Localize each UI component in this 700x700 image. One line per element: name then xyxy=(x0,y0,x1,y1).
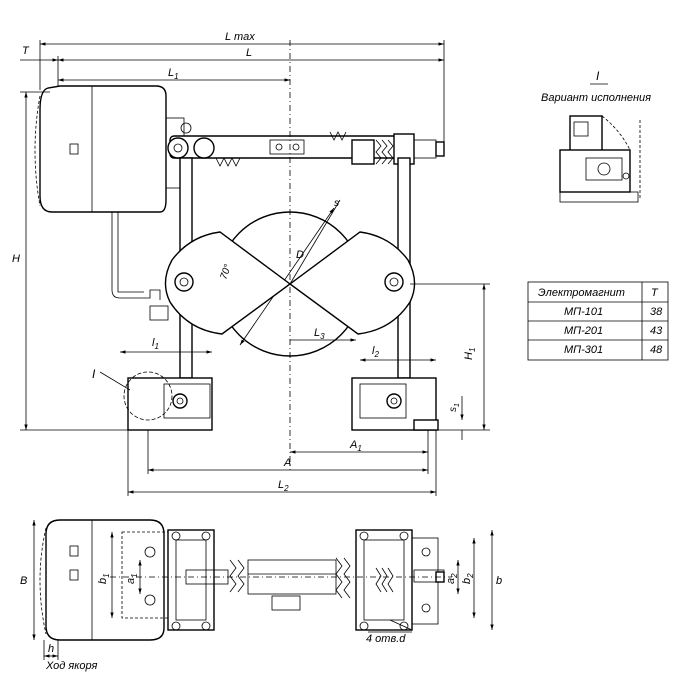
dim-a: A xyxy=(283,457,291,469)
electromagnet xyxy=(34,85,192,213)
table-row-2-name: МП-201 xyxy=(564,325,603,337)
dim-li2: l2 xyxy=(372,345,379,359)
dim-b: b xyxy=(496,575,502,587)
dim-b-big: B xyxy=(20,575,27,587)
dim-b1: b1 xyxy=(97,573,111,584)
dim-l3: L3 xyxy=(314,327,325,341)
brake-shoes xyxy=(164,231,416,335)
front-labels: L max L L1 T H H1 D s 70° L3 l1 l2 s1 A1… xyxy=(12,31,477,493)
top-labels: B b1 a1 a2 b2 b h 4 отв.d Ход якоря xyxy=(20,573,502,672)
dim-a1: A1 xyxy=(349,439,362,453)
table-row-3-t: 48 xyxy=(650,344,663,356)
dim-angle: 70° xyxy=(218,263,234,281)
table-row-1-name: МП-101 xyxy=(564,306,603,318)
dim-l2: L2 xyxy=(278,479,289,493)
dim-b2: b2 xyxy=(461,573,475,584)
dim-li1: l1 xyxy=(152,337,159,351)
dimension-lines xyxy=(20,40,490,496)
table-row-2-t: 43 xyxy=(650,325,663,337)
dim-l-max: L max xyxy=(225,31,255,43)
variant-mark: I xyxy=(596,69,600,83)
base-feet xyxy=(123,371,439,431)
dim-l1-top: L1 xyxy=(168,67,179,81)
detail-mark: I xyxy=(92,367,96,381)
dim-d: D xyxy=(296,249,304,261)
front-view xyxy=(20,40,490,496)
dim-t: T xyxy=(22,45,30,57)
dim-h-small: h xyxy=(48,643,54,655)
dim-h: H xyxy=(12,253,20,265)
dim-l: L xyxy=(246,47,252,59)
dim-s1: s1 xyxy=(448,403,461,412)
dim-a1-small: a1 xyxy=(125,573,139,584)
table-header-t: T xyxy=(651,287,659,299)
variant-detail: I Вариант исполнения xyxy=(541,69,651,203)
table-header-magnet: Электромагнит xyxy=(538,287,625,299)
dim-s: s xyxy=(334,198,339,209)
table-row-3-name: МП-301 xyxy=(564,344,603,356)
variant-caption: Вариант исполнения xyxy=(541,92,651,104)
top-view xyxy=(32,519,494,660)
dim-a2: a2 xyxy=(445,573,459,584)
dim-h1: H1 xyxy=(463,348,477,360)
magnet-table: Электромагнит T МП-101 38 МП-201 43 МП-3… xyxy=(527,281,669,361)
top-lever xyxy=(167,131,445,167)
stroke-label: Ход якоря xyxy=(45,660,98,672)
table-row-1-t: 38 xyxy=(650,306,663,318)
holes-label: 4 отв.d xyxy=(366,633,406,645)
